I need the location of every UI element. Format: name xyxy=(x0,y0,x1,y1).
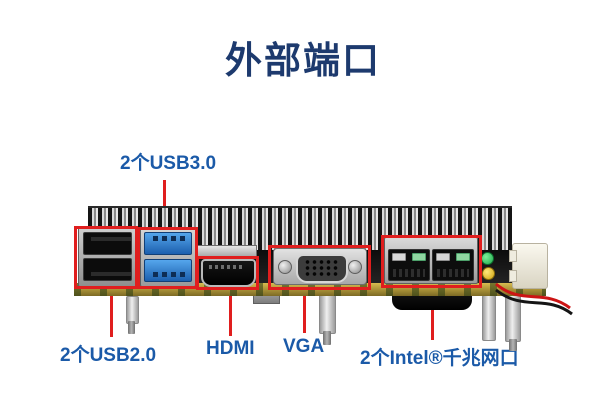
usb2-callout-line xyxy=(110,287,113,337)
vga-label: VGA xyxy=(283,336,325,357)
usb3-highlight-box xyxy=(137,227,198,289)
standoff-screw xyxy=(323,331,331,345)
hdmi-callout-line xyxy=(229,287,232,336)
hdd-led-icon xyxy=(482,267,495,280)
standoff-screw xyxy=(128,321,135,334)
lan-highlight-box xyxy=(381,235,482,288)
usb2-ports-icon xyxy=(78,227,137,287)
vga-highlight-box xyxy=(268,245,371,290)
lan-callout-line xyxy=(431,285,434,340)
hdmi-label: HDMI xyxy=(206,338,255,359)
vga-port-icon xyxy=(273,248,367,285)
power-wires-icon xyxy=(495,282,573,316)
ethernet-ports-icon xyxy=(384,237,478,284)
usb2-highlight-box xyxy=(74,226,138,289)
usb3-label: 2个USB3.0 xyxy=(120,153,217,174)
power-led-icon xyxy=(481,252,494,265)
vga-callout-line xyxy=(303,287,306,333)
standoff-icon xyxy=(126,296,139,324)
power-connector-icon xyxy=(509,243,548,289)
page-title: 外部端口 xyxy=(225,40,381,81)
usb2-label: 2个USB2.0 xyxy=(60,345,157,366)
lan-label: 2个Intel®千兆网口 xyxy=(360,348,519,369)
usb3-callout-line xyxy=(163,180,166,229)
hdmi-highlight-box xyxy=(196,256,259,290)
standoff-screw xyxy=(509,339,517,351)
hdmi-port-icon xyxy=(201,259,256,287)
standoff-icon xyxy=(319,294,336,334)
